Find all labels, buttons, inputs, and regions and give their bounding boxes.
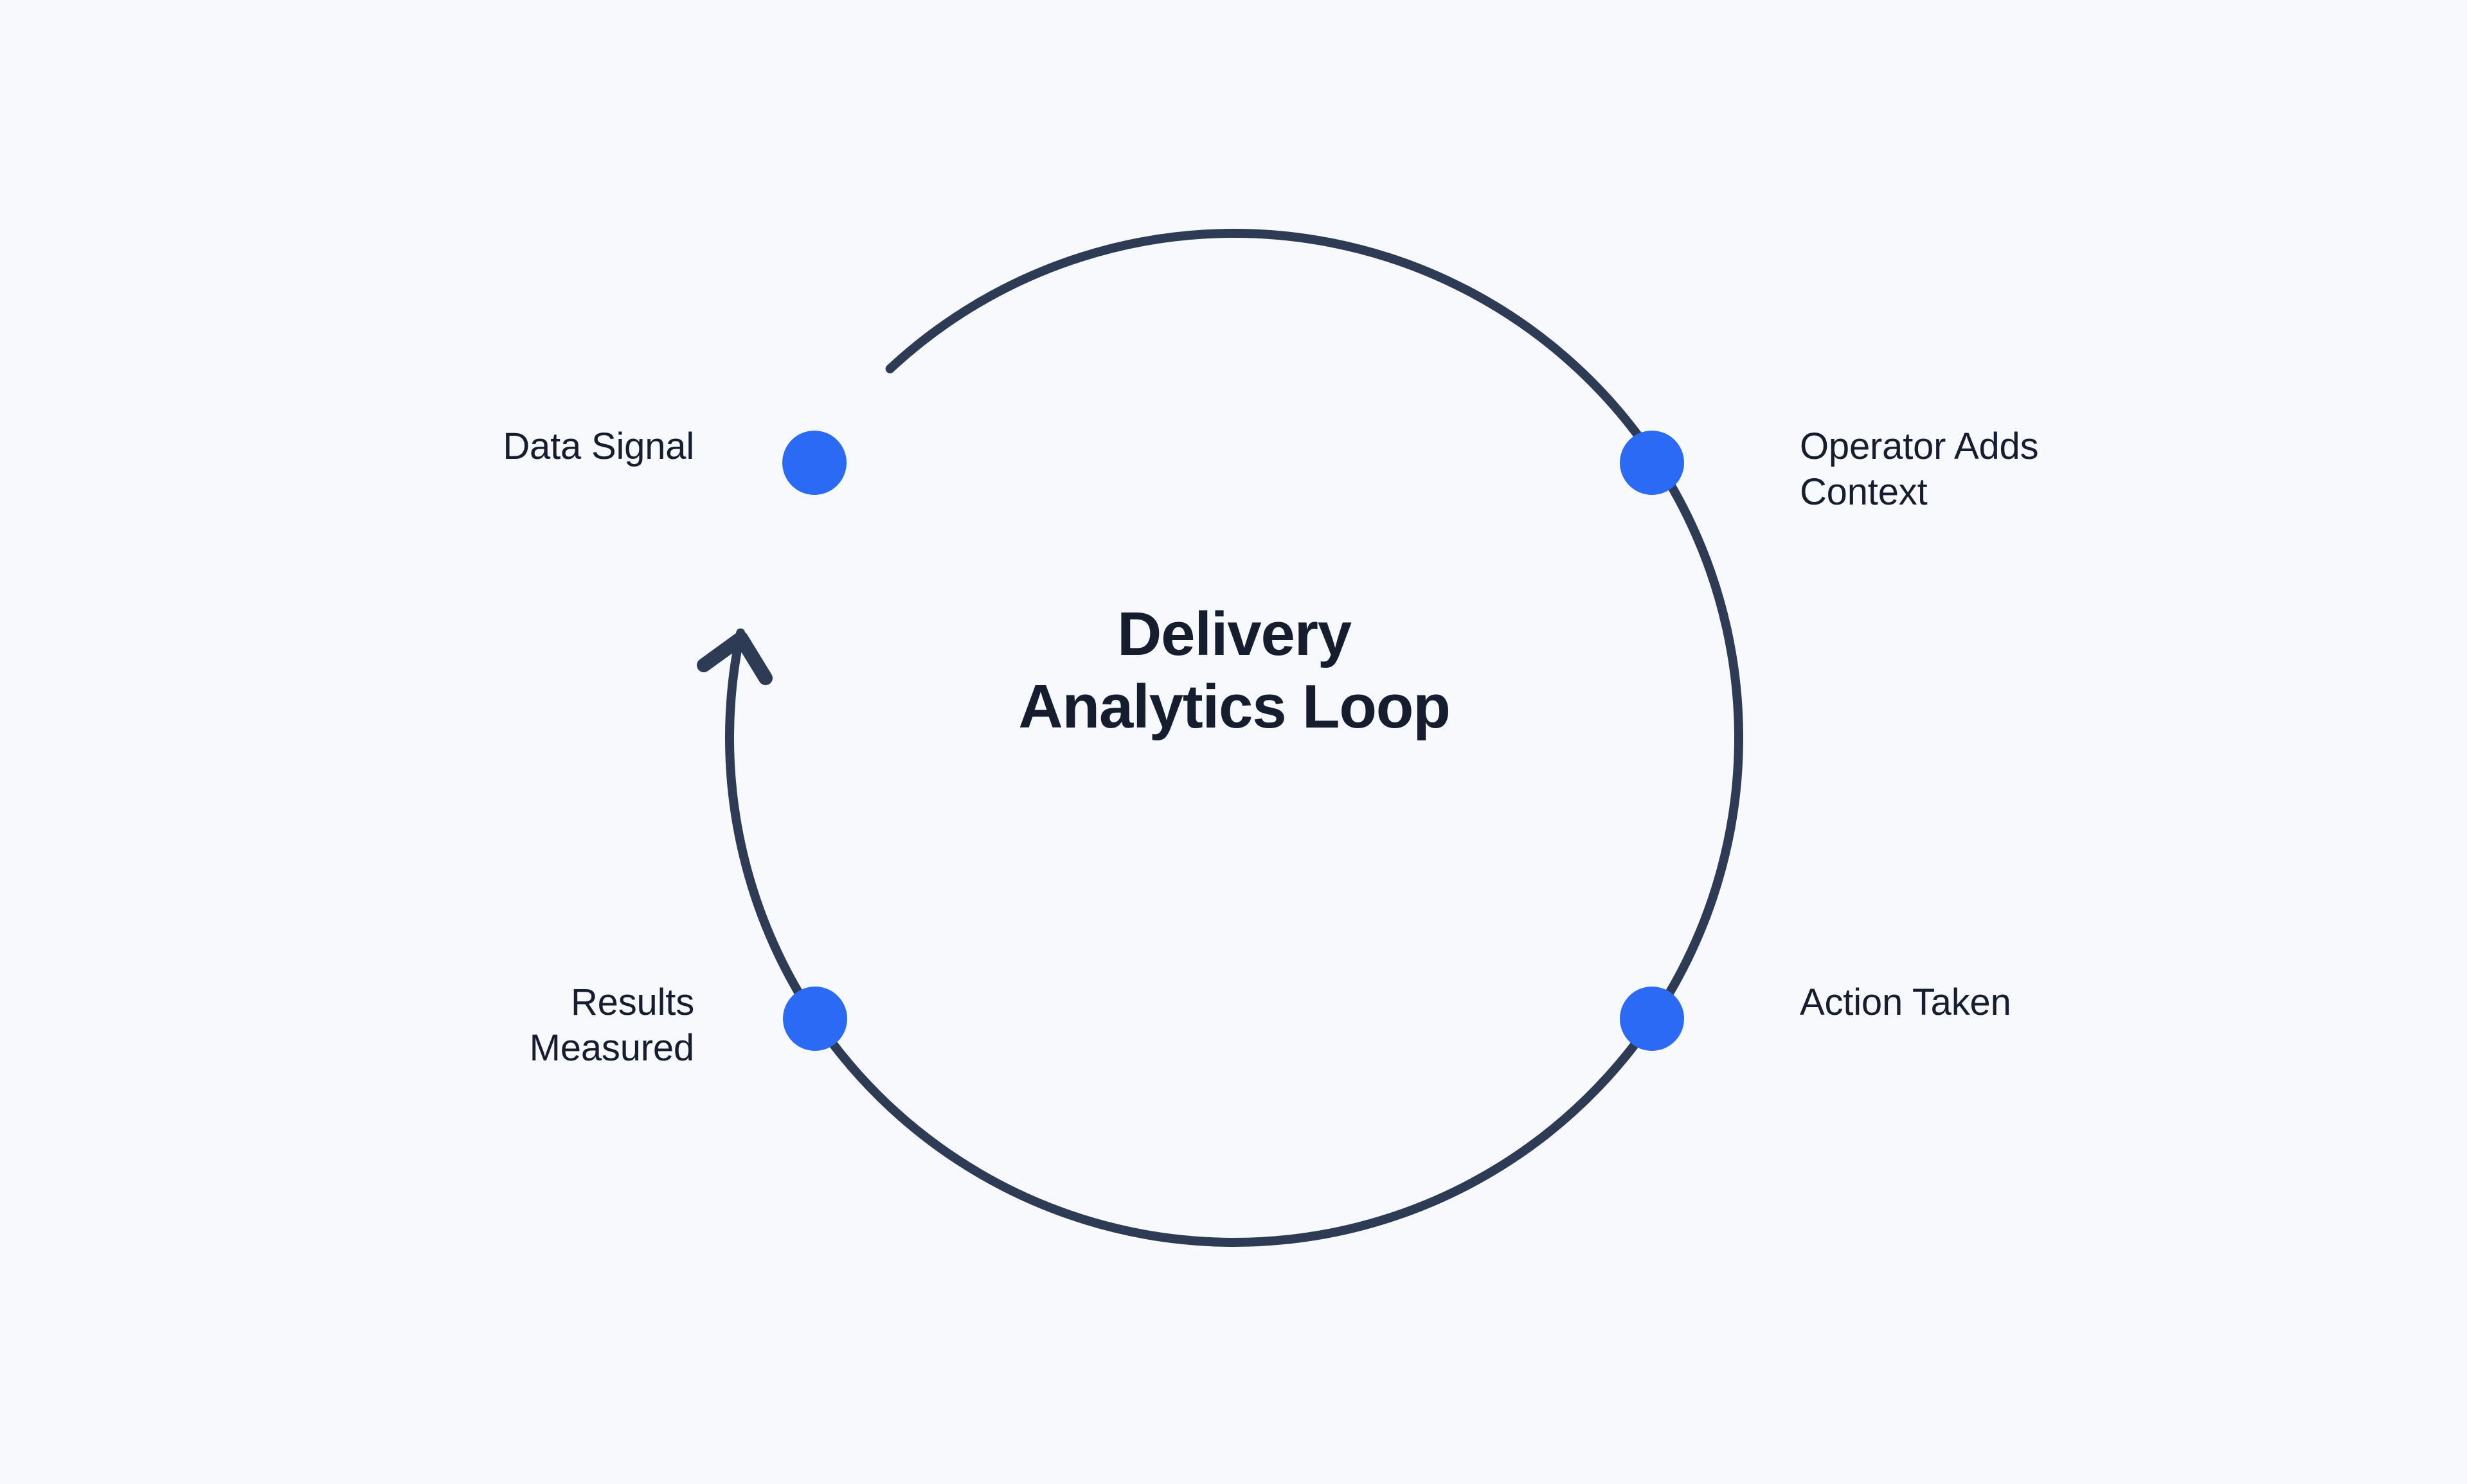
node-label-action-taken: Action Taken: [1800, 981, 2011, 1023]
node-dot-group: [782, 431, 1684, 1051]
node-dot-operator-adds-context[interactable]: [1620, 431, 1684, 495]
node-label-data-signal: Data Signal: [503, 425, 694, 467]
node-dot-data-signal[interactable]: [782, 431, 847, 495]
node-dot-action-taken[interactable]: [1620, 987, 1684, 1051]
cycle-ring-arc: [724, 229, 1743, 1247]
flow-direction-arrowhead: [697, 631, 773, 685]
node-label-operator-adds-context: Operator Adds Context: [1800, 425, 2039, 513]
node-dot-results-measured[interactable]: [783, 987, 847, 1051]
node-label-results-measured: Results Measured: [529, 981, 695, 1069]
